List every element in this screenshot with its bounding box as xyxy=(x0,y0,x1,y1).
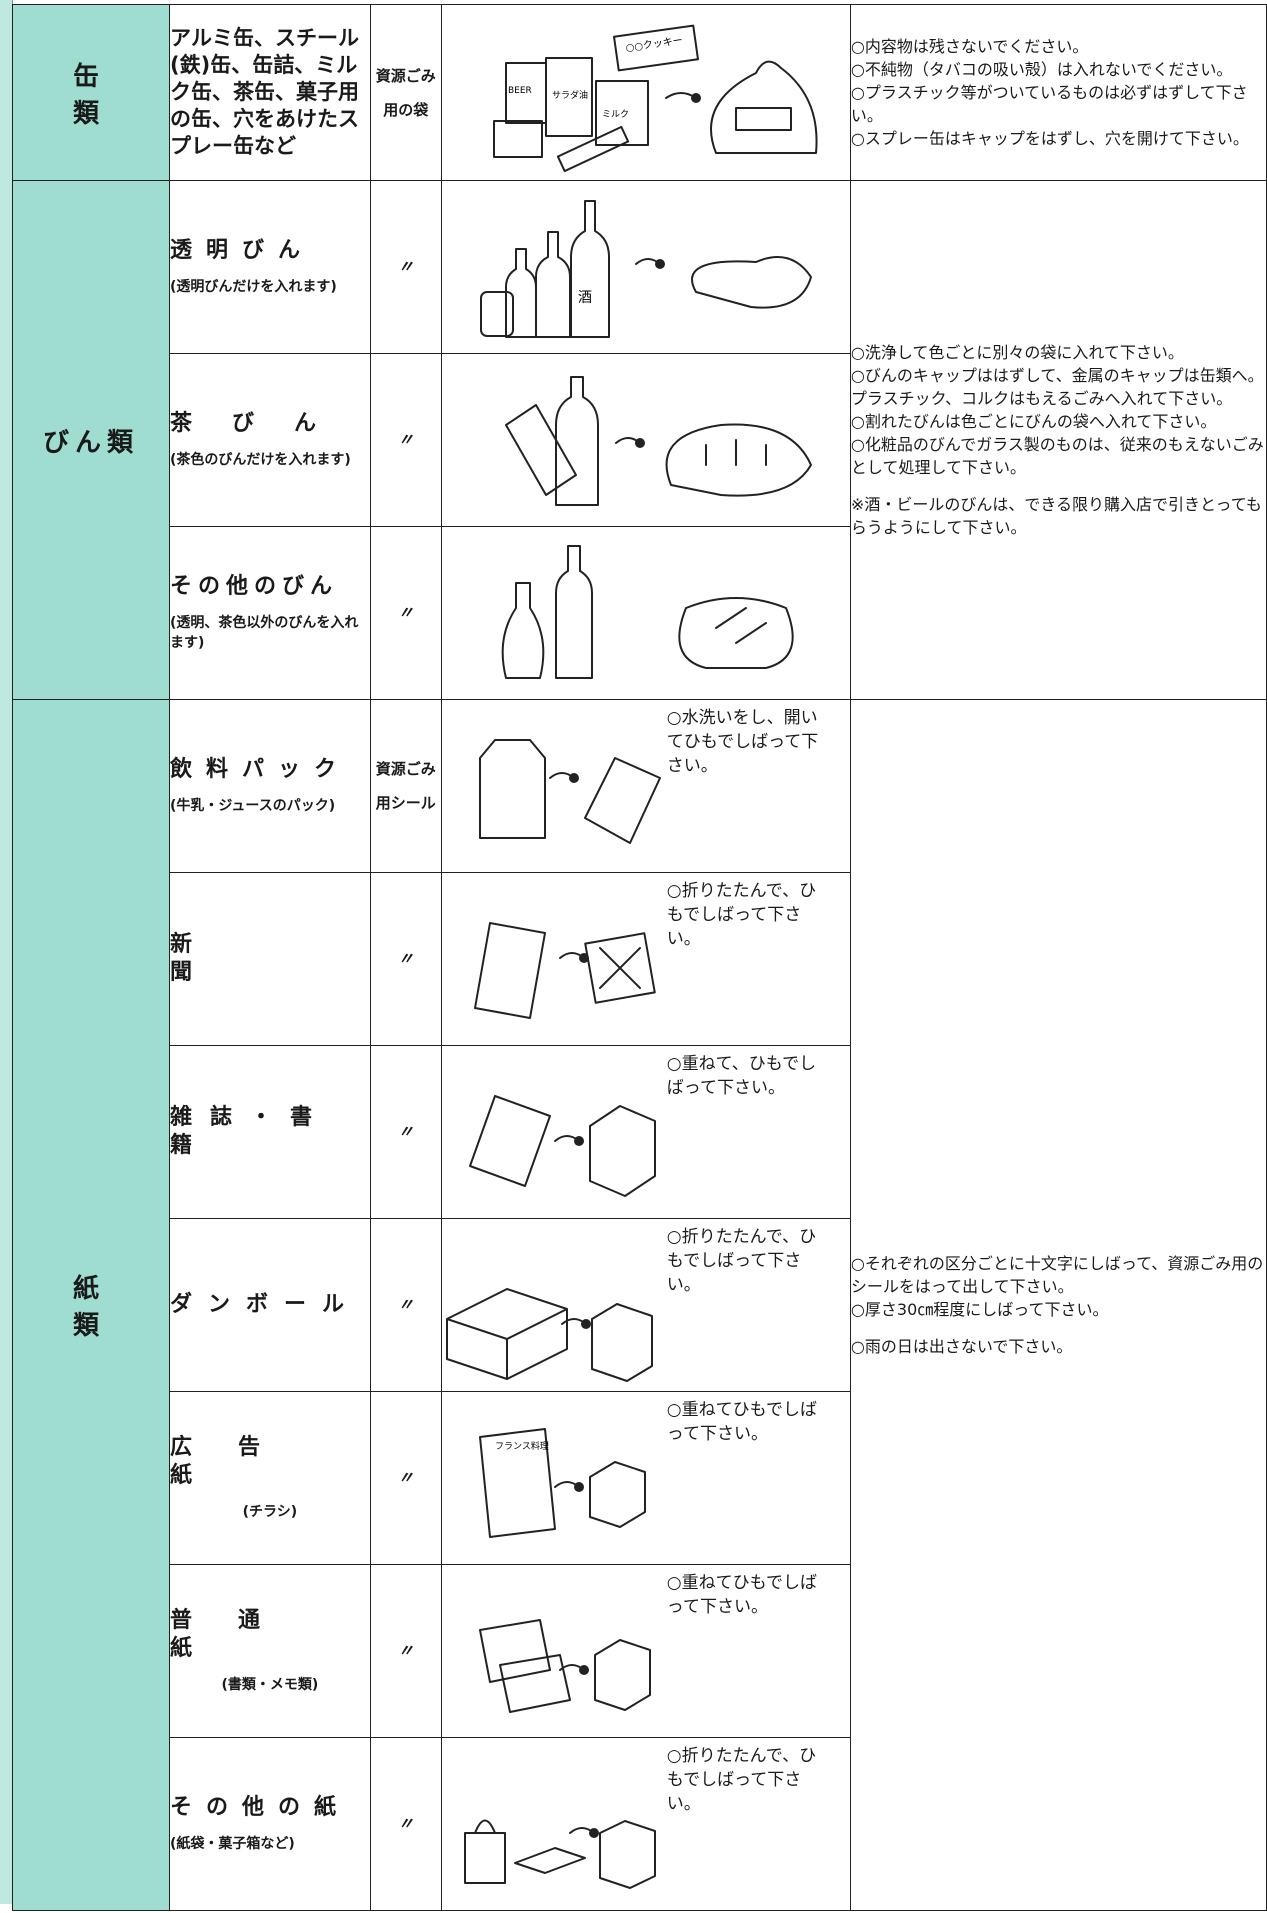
row-paper-newspaper: 新聞 〃 ○折りたたんで、ひもでしばって下さい。 xyxy=(13,872,1267,1046)
brown-bottle-illustration xyxy=(504,376,812,506)
category-paper: 紙類 xyxy=(11,699,171,1911)
other-bottle-illustration xyxy=(501,545,794,679)
svg-text:○○クッキー: ○○クッキー xyxy=(625,34,684,54)
note-paper-newspaper: ○折りたたんで、ひもでしばって下さい。 xyxy=(666,881,817,949)
magazine-illustration xyxy=(468,1095,656,1197)
category-cans: 缶類 xyxy=(11,4,171,181)
note-paper-other: ○折りたたんで、ひもでしばって下さい。 xyxy=(666,1746,817,1814)
illustration-bottle-clear: 酒 xyxy=(440,180,851,354)
method-paper-plain: 〃 xyxy=(369,1564,442,1738)
row-paper-flyer: 広告紙 (チラシ) 〃 フランス料理 ○重ねてひもでしばって下さい。 xyxy=(13,1391,1267,1565)
method-cans: 資源ごみ用の袋 xyxy=(369,4,442,181)
note-paper-pack: ○水洗いをし、開いてひもでしばって下さい。 xyxy=(666,708,819,776)
svg-text:サラダ油: サラダ油 xyxy=(552,89,588,101)
item-bottle-brown: 茶びん (茶色のびんだけを入れます) xyxy=(169,353,371,527)
item-paper-flyer: 広告紙 (チラシ) xyxy=(169,1391,371,1565)
illustration-paper-cardboard: ○折りたたんで、ひもでしばって下さい。 xyxy=(440,1218,851,1392)
item-paper-other: その他の紙 (紙袋・菓子箱など) xyxy=(169,1737,371,1911)
clear-bottle-illustration: 酒 xyxy=(479,200,812,338)
other-paper-illustration xyxy=(463,1819,656,1889)
item-cans: アルミ缶、スチール(鉄)缶、缶詰、ミルク缶、茶缶、菓子用の缶、穴をあけたスプレー… xyxy=(169,4,371,181)
newspaper-illustration xyxy=(473,922,656,1019)
method-paper-magazine: 〃 xyxy=(369,1045,442,1219)
note-paper-plain: ○重ねてひもでしばって下さい。 xyxy=(666,1573,817,1617)
illustration-paper-magazine: ○重ねて、ひもでしばって下さい。 xyxy=(440,1045,851,1219)
row-paper-pack: 紙類 飲料パック (牛乳・ジュースのパック) 資源ごみ用シール ○水洗いをし、開… xyxy=(11,699,1267,1911)
row-bottle-clear: びん類 透明びん (透明びんだけを入れます) 〃 酒 ○洗浄して色ごとに別々の袋… xyxy=(11,180,1267,700)
svg-text:BEER: BEER xyxy=(508,86,532,96)
method-paper-newspaper: 〃 xyxy=(369,872,442,1046)
note-paper-flyer: ○重ねてひもでしばって下さい。 xyxy=(666,1400,817,1444)
item-paper-pack: 飲料パック (牛乳・ジュースのパック) xyxy=(169,699,371,873)
item-bottle-other: その他のびん (透明、茶色以外のびんを入れます) xyxy=(169,526,371,700)
cans-illustration: ○○クッキー BEER サラダ油 ミルク xyxy=(492,24,818,172)
flyer-illustration: フランス料理 xyxy=(478,1428,646,1538)
notes-cans: ○内容物は残さないでください。 ○不純物（タバコの吸い殻）は入れないでください。… xyxy=(849,4,1267,181)
svg-text:ミルク: ミルク xyxy=(602,109,629,120)
recycling-table: 缶類 アルミ缶、スチール(鉄)缶、缶詰、ミルク缶、茶缶、菓子用の缶、穴をあけたス… xyxy=(11,4,1267,1911)
method-bottle-brown: 〃 xyxy=(369,353,442,527)
illustration-paper-plain: ○重ねてひもでしばって下さい。 xyxy=(440,1564,851,1738)
illustration-paper-pack: ○水洗いをし、開いてひもでしばって下さい。 xyxy=(440,699,851,873)
illustration-paper-flyer: フランス料理 ○重ねてひもでしばって下さい。 xyxy=(440,1391,851,1565)
row-paper-other: その他の紙 (紙袋・菓子箱など) 〃 ○折りたたんで、ひもでしばって下さい。 xyxy=(13,1737,1267,1911)
item-paper-magazine: 雑誌・書籍 xyxy=(169,1045,371,1219)
notes-bottles: ○洗浄して色ごとに別々の袋に入れて下さい。 ○びんのキャップははずして、金属のキ… xyxy=(849,180,1267,700)
item-bottle-clear: 透明びん (透明びんだけを入れます) xyxy=(169,180,371,354)
row-paper-magazine: 雑誌・書籍 〃 ○重ねて、ひもでしばって下さい。 xyxy=(13,1045,1267,1219)
note-paper-cardboard: ○折りたたんで、ひもでしばって下さい。 xyxy=(666,1227,817,1295)
illustration-paper-other: ○折りたたんで、ひもでしばって下さい。 xyxy=(440,1737,851,1911)
row-cans: 缶類 アルミ缶、スチール(鉄)缶、缶詰、ミルク缶、茶缶、菓子用の缶、穴をあけたス… xyxy=(11,4,1267,181)
item-paper-newspaper: 新聞 xyxy=(169,872,371,1046)
notes-paper: ○それぞれの区分ごとに十文字にしばって、資源ごみ用のシールをはって出して下さい。… xyxy=(849,699,1267,1911)
method-paper: 資源ごみ用シール xyxy=(369,699,442,873)
illustration-cans: ○○クッキー BEER サラダ油 ミルク xyxy=(440,4,851,181)
illustration-bottle-brown xyxy=(440,353,851,527)
illustration-bottle-other xyxy=(440,526,851,700)
note-paper-magazine: ○重ねて、ひもでしばって下さい。 xyxy=(666,1054,817,1098)
method-bottle-other: 〃 xyxy=(369,526,442,700)
method-paper-cardboard: 〃 xyxy=(369,1218,442,1392)
method-bottle-clear: 〃 xyxy=(369,180,442,354)
cardboard-illustration xyxy=(445,1288,653,1382)
svg-text:酒: 酒 xyxy=(578,290,592,306)
drink-pack-illustration xyxy=(478,739,661,844)
method-paper-other: 〃 xyxy=(369,1737,442,1911)
item-paper-cardboard: ダンボール xyxy=(169,1218,371,1392)
row-bottle-other: その他のびん (透明、茶色以外のびんを入れます) 〃 xyxy=(13,526,1267,700)
svg-text:フランス料理: フランス料理 xyxy=(495,1440,549,1452)
illustration-paper-newspaper: ○折りたたんで、ひもでしばって下さい。 xyxy=(440,872,851,1046)
method-paper-flyer: 〃 xyxy=(369,1391,442,1565)
plain-paper-illustration xyxy=(478,1619,651,1713)
item-paper-plain: 普通紙 (書類・メモ類) xyxy=(169,1564,371,1738)
category-bottles: びん類 xyxy=(11,180,171,700)
row-paper-cardboard: ダンボール 〃 ○折りたたんで、ひもでしばって下さい。 xyxy=(13,1218,1267,1392)
row-bottle-brown: 茶びん (茶色のびんだけを入れます) 〃 xyxy=(13,353,1267,527)
